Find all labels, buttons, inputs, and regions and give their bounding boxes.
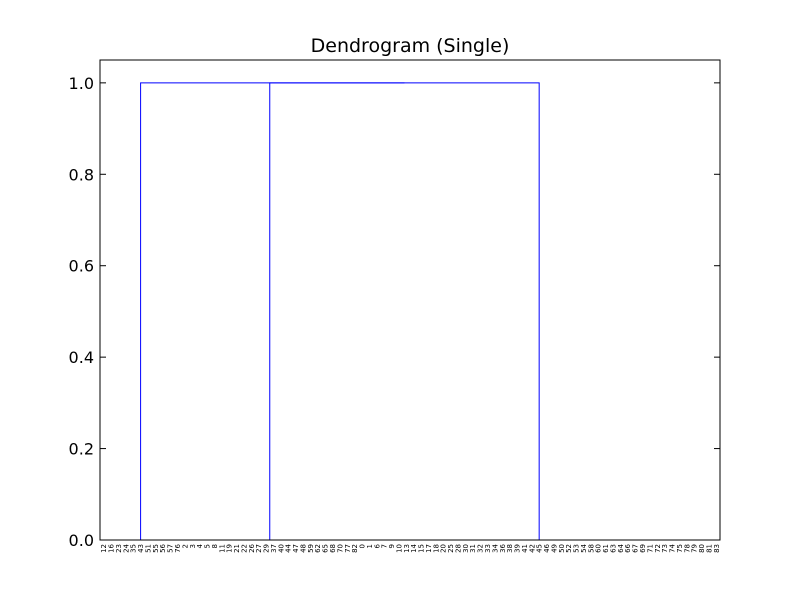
y-tick-label: 0.6	[69, 257, 94, 276]
leaf-label: 77	[344, 544, 352, 553]
leaf-label: 46	[543, 543, 551, 552]
leaf-label: 38	[506, 544, 514, 553]
leaf-label: 33	[484, 544, 492, 553]
leaf-label: 59	[307, 544, 315, 553]
leaf-label: 56	[159, 543, 167, 552]
leaf-label: 73	[661, 544, 669, 553]
leaf-label: 39	[514, 544, 522, 553]
leaf-label: 62	[314, 544, 322, 553]
leaf-label: 25	[447, 544, 455, 553]
leaf-label: 76	[174, 543, 182, 552]
leaf-label: 54	[580, 543, 588, 552]
leaf-label: 6	[373, 543, 381, 548]
y-tick-label: 0.0	[69, 531, 94, 550]
y-tick-label: 0.4	[69, 348, 94, 367]
leaf-label: 44	[285, 543, 293, 552]
leaf-label: 10	[395, 544, 403, 553]
leaf-label: 68	[329, 544, 337, 553]
y-axis-ticks: 0.0 0.2 0.4 0.6 0.8 1.0	[69, 74, 720, 550]
leaf-label: 42	[528, 544, 536, 553]
leaf-label: 83	[713, 544, 721, 553]
leaf-label: 48	[299, 544, 307, 553]
y-tick-label: 0.8	[69, 165, 94, 184]
leaf-label: 43	[137, 544, 145, 553]
leaf-label: 4	[196, 543, 204, 548]
leaf-label: 7	[381, 544, 389, 548]
leaf-label: 16	[108, 543, 116, 552]
leaf-label: 52	[565, 544, 573, 553]
merge-link	[140, 82, 405, 540]
leaf-label: 31	[469, 544, 477, 553]
leaf-label: 51	[144, 544, 152, 553]
leaf-label: 24	[122, 543, 130, 552]
leaf-label: 12	[100, 544, 108, 553]
leaf-label: 40	[277, 544, 285, 553]
leaf-label: 36	[499, 543, 507, 552]
leaf-label: 81	[705, 544, 713, 553]
leaf-label: 45	[536, 544, 544, 553]
leaf-label: 61	[602, 544, 610, 553]
leaf-label: 17	[425, 544, 433, 553]
leaf-label: 57	[167, 544, 175, 553]
y-tick-label: 0.2	[69, 440, 94, 459]
leaf-label: 28	[454, 544, 462, 553]
leaf-label: 55	[152, 544, 160, 553]
leaf-label: 47	[292, 544, 300, 553]
leaf-label: 37	[270, 544, 278, 553]
leaf-label: 78	[683, 544, 691, 553]
leaf-label: 53	[573, 544, 581, 553]
leaf-label: 3	[189, 544, 197, 548]
leaf-label: 9	[388, 544, 396, 548]
leaf-label: 18	[432, 544, 440, 553]
leaf-label: 11	[218, 544, 226, 553]
leaf-label: 34	[491, 543, 499, 552]
leaf-label: 29	[263, 544, 271, 553]
leaf-label: 27	[255, 544, 263, 553]
leaf-label: 58	[587, 544, 595, 553]
leaf-label: 21	[233, 544, 241, 553]
leaf-label: 35	[130, 544, 138, 553]
chart-title: Dendrogram (Single)	[311, 35, 510, 57]
leaf-label: 75	[676, 544, 684, 553]
axes-frame	[99, 59, 721, 541]
leaf-label: 20	[440, 544, 448, 553]
leaf-label: 65	[322, 544, 330, 553]
leaf-label: 71	[646, 544, 654, 553]
leaf-label: 1	[366, 544, 374, 548]
leaf-label: 82	[351, 544, 359, 553]
leaf-label: 23	[115, 544, 123, 553]
leaf-label: 22	[240, 544, 248, 553]
leaf-label: 67	[632, 544, 640, 553]
leaf-label: 0	[359, 544, 367, 548]
leaf-label: 8	[211, 544, 219, 548]
leaf-label: 19	[226, 544, 234, 553]
leaf-label: 66	[624, 543, 632, 552]
leaf-label: 26	[248, 543, 256, 552]
leaf-label: 79	[691, 544, 699, 553]
leaf-label: 64	[617, 543, 625, 552]
leaf-label: 15	[418, 544, 426, 553]
leaf-label: 72	[654, 544, 662, 553]
y-tick-label: 1.0	[69, 74, 94, 93]
leaf-label: 74	[669, 543, 677, 552]
leaf-label: 13	[403, 544, 411, 553]
leaf-label: 63	[609, 544, 617, 553]
merge-link	[269, 82, 540, 540]
leaf-label: 5	[204, 544, 212, 548]
leaf-label: 14	[410, 543, 418, 552]
leaf-label: 80	[698, 544, 706, 553]
leaf-label: 41	[521, 544, 529, 553]
leaf-label: 70	[336, 544, 344, 553]
leaf-label: 60	[595, 544, 603, 553]
leaf-label: 2	[181, 544, 189, 548]
leaf-label: 30	[462, 544, 470, 553]
leaf-label: 69	[639, 544, 647, 553]
leaf-label: 50	[558, 544, 566, 553]
leaf-label: 32	[477, 544, 485, 553]
leaf-label: 49	[550, 544, 558, 553]
